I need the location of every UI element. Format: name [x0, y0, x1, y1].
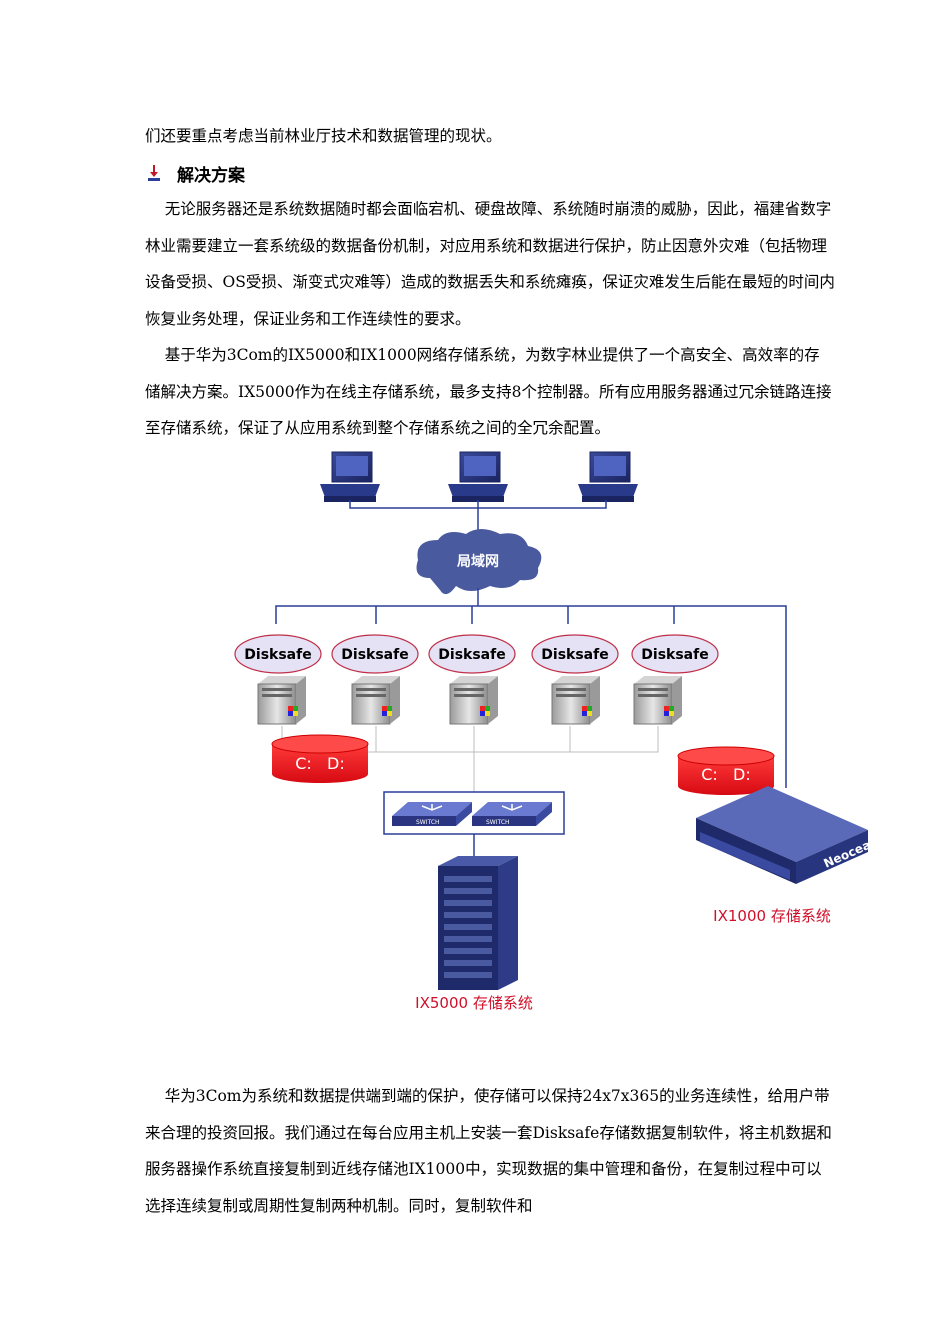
server-icon	[633, 676, 682, 725]
lan-cloud-icon: 局域网	[416, 529, 542, 595]
volume-cylinder-right: C: D:	[677, 746, 775, 795]
server-icon	[551, 676, 600, 725]
paragraph-solution: 基于华为3Com的IX5000和IX1000网络存储系统，为数字林业提供了一个高…	[145, 346, 832, 437]
disksafe-agent: Disksafe	[234, 634, 322, 674]
ix5000-rack-icon	[438, 856, 518, 990]
switch-icon: SWITCH	[392, 802, 472, 826]
ix5000-label: IX5000 存储系统	[415, 994, 533, 1012]
section-heading: 解决方案	[145, 158, 245, 188]
section-heading-text: 解决方案	[177, 165, 245, 186]
switch-icon: SWITCH	[472, 802, 552, 826]
disksafe-agent: Disksafe	[531, 634, 619, 674]
disksafe-agent: Disksafe	[631, 634, 719, 674]
server-icon	[257, 676, 306, 725]
lan-label: 局域网	[457, 553, 499, 570]
svg-text:Disksafe: Disksafe	[541, 647, 608, 663]
disksafe-agent: Disksafe	[428, 634, 516, 674]
paragraph-protection: 华为3Com为系统和数据提供端到端的保护，使存储可以保持24x7x365的业务连…	[145, 1087, 832, 1215]
ix1000-storage-icon: Neocean	[696, 786, 881, 884]
network-storage-diagram: 局域网 Disksafe Disksafe Disksafe Disksafe …	[234, 451, 881, 1012]
svg-text:Disksafe: Disksafe	[244, 647, 311, 663]
lan-bus	[275, 588, 787, 788]
svg-text:SWITCH: SWITCH	[486, 819, 510, 826]
svg-text:Disksafe: Disksafe	[341, 647, 408, 663]
server-icon	[449, 676, 498, 725]
client-pc-icon	[448, 451, 508, 502]
client-pc-icon	[320, 451, 380, 502]
ix1000-label: IX1000 存储系统	[713, 907, 831, 925]
svg-text:Disksafe: Disksafe	[641, 647, 708, 663]
server-icon	[351, 676, 400, 725]
paragraph-intro: 们还要重点考虑当前林业厅技术和数据管理的现状。	[145, 127, 502, 145]
svg-text:SWITCH: SWITCH	[416, 819, 440, 826]
svg-text:C: D:: C: D:	[295, 754, 345, 773]
svg-text:Disksafe: Disksafe	[438, 647, 505, 663]
volume-cylinder-left: C: D:	[271, 734, 369, 783]
disksafe-agent: Disksafe	[331, 634, 419, 674]
svg-text:C: D:: C: D:	[701, 765, 751, 784]
arrow-bullet-icon	[148, 165, 160, 181]
client-pc-icon	[578, 451, 638, 502]
paragraph-problem: 无论服务器还是系统数据随时都会面临宕机、硬盘故障、系统随时崩溃的威胁，因此，福建…	[145, 200, 835, 328]
